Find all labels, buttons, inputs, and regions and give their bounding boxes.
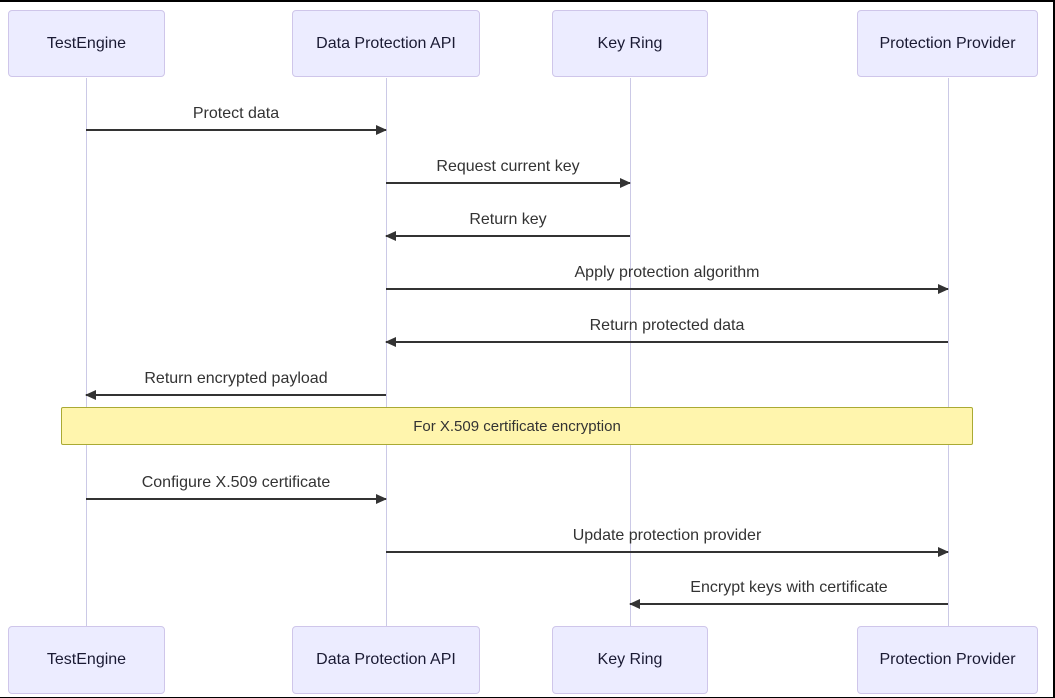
message-encrypt-keys-with-certificate: Encrypt keys with certificate [629, 577, 948, 608]
arrow-left-icon [385, 337, 948, 346]
arrow-right-icon [386, 547, 949, 556]
actor-bottom-data-protection-api: Data Protection API [292, 626, 480, 694]
message-return-key: Return key [385, 209, 630, 240]
actor-label: Data Protection API [316, 651, 456, 668]
message-label: Return key [469, 211, 547, 228]
message-protect-data: Protect data [86, 103, 387, 134]
actor-label: Key Ring [597, 34, 663, 52]
arrow-right-icon [86, 494, 387, 503]
message-label: Protect data [192, 105, 280, 122]
message-configure-x509-certificate: Configure X.509 certificate [86, 472, 387, 503]
message-label: Configure X.509 certificate [141, 474, 331, 491]
arrow-right-icon [86, 125, 387, 134]
arrow-right-icon [386, 284, 949, 293]
lifeline-data-protection-api [385, 78, 387, 626]
message-request-current-key: Request current key [386, 156, 631, 187]
message-label: Request current key [436, 158, 580, 175]
actor-label: TestEngine [46, 34, 127, 52]
lifeline-testengine [85, 78, 87, 626]
actor-top-key-ring: Key Ring [552, 10, 708, 77]
message-return-protected-data: Return protected data [385, 315, 948, 346]
actor-bottom-protection-provider: Protection Provider [857, 626, 1038, 694]
message-label: Update protection provider [572, 527, 762, 544]
actor-bottom-key-ring: Key Ring [552, 626, 708, 694]
arrow-left-icon [85, 390, 386, 399]
arrow-right-icon [386, 178, 631, 187]
message-label: Apply protection algorithm [574, 264, 760, 281]
message-return-encrypted-payload: Return encrypted payload [85, 368, 386, 399]
actor-top-protection-provider: Protection Provider [857, 10, 1038, 77]
actor-label: Protection Provider [879, 34, 1016, 52]
message-apply-protection-algorithm: Apply protection algorithm [386, 262, 949, 293]
message-label: Encrypt keys with certificate [690, 579, 888, 596]
arrow-left-icon [629, 599, 948, 608]
actor-label: Data Protection API [316, 34, 456, 52]
note-label: For X.509 certificate encryption [413, 417, 621, 435]
actor-label: Key Ring [597, 651, 663, 668]
note-x509-certificate-encryption: For X.509 certificate encryption [61, 407, 973, 445]
actor-label: Protection Provider [879, 651, 1016, 668]
lifeline-key-ring [629, 78, 631, 626]
message-label: Return encrypted payload [144, 370, 328, 387]
message-update-protection-provider: Update protection provider [386, 525, 949, 556]
actor-top-testengine: TestEngine [8, 10, 165, 77]
actor-bottom-testengine: TestEngine [8, 626, 165, 694]
lifeline-protection-provider [947, 78, 949, 626]
arrow-left-icon [385, 231, 630, 240]
actor-top-data-protection-api: Data Protection API [292, 10, 480, 77]
actor-label: TestEngine [46, 651, 127, 668]
message-label: Return protected data [589, 317, 745, 334]
